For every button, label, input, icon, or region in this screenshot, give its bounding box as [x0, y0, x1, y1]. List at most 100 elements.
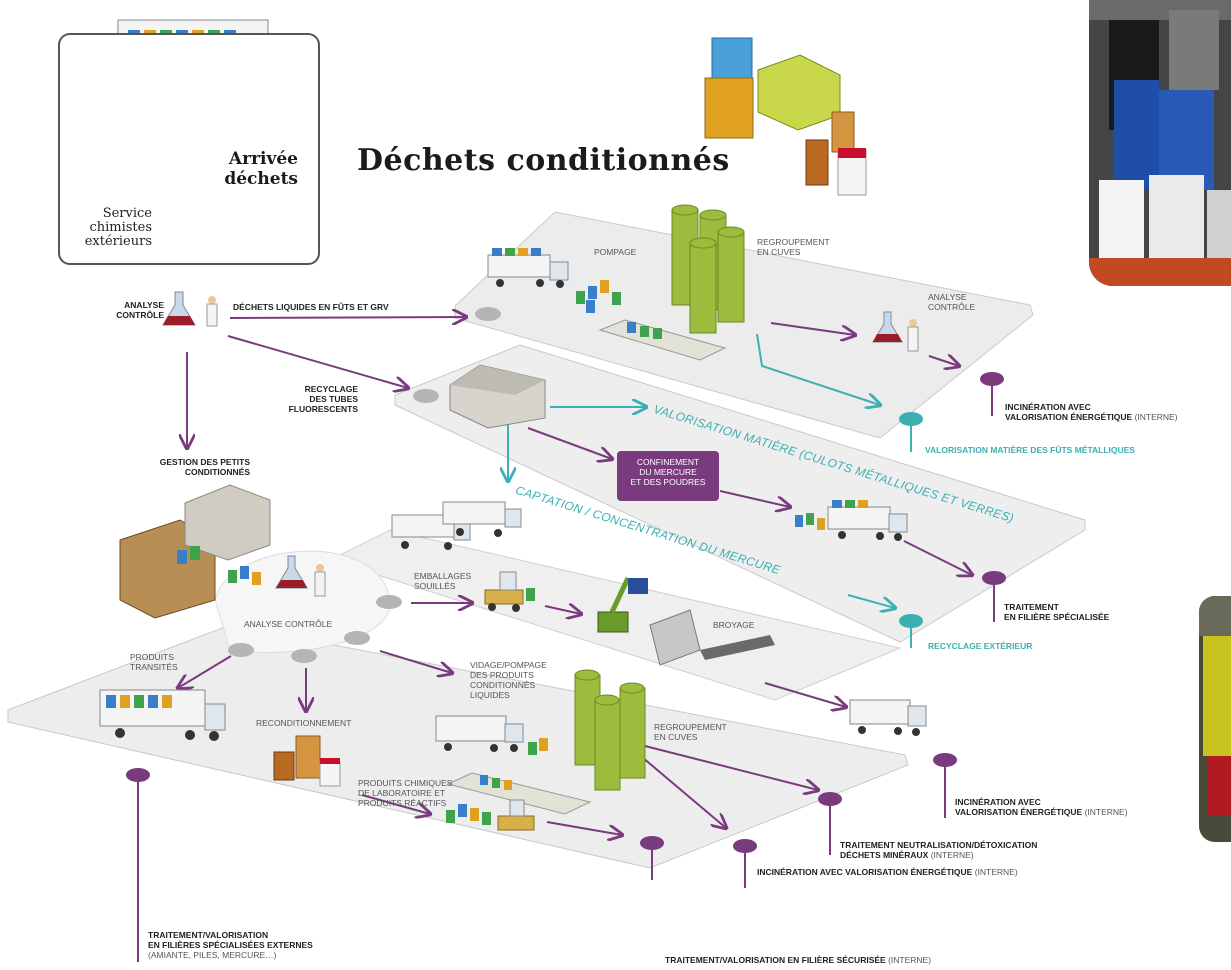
label-line: LIQUIDES	[470, 690, 510, 700]
label-traitement-externes: TRAITEMENT/VALORISATION EN FILIÈRES SPÉC…	[148, 930, 313, 960]
platform-middle	[394, 344, 1086, 643]
barrels-forklift-bottom	[446, 799, 535, 831]
label-reconditionnement: RECONDITIONNEMENT	[256, 718, 352, 728]
label-line: RECYCLAGE	[304, 384, 358, 394]
label-line: ANALYSE	[928, 292, 967, 302]
service-line2: chimistes	[89, 220, 152, 235]
label-line: DES PRODUITS	[470, 670, 534, 680]
label-line: EN FILIÈRES SPÉCIALISÉES EXTERNES	[148, 940, 313, 950]
truck-pompage	[487, 248, 569, 288]
label-line: CONDITIONNÉS	[470, 680, 536, 690]
label-analyse-controle-top: ANALYSE CONTRÔLE	[112, 300, 164, 320]
teal-output-nodes	[899, 412, 923, 648]
truck-produits-transites	[99, 689, 226, 741]
label-line: PRODUITS RÉACTIFS	[358, 798, 447, 808]
flask-analyse-top	[162, 291, 218, 327]
flask-analyse-mid	[275, 555, 326, 597]
label-line: TRAITEMENT NEUTRALISATION/DÉTOXICATION	[840, 840, 1038, 850]
label-line: CONTRÔLE	[116, 310, 164, 320]
label-line: CONFINEMENT	[636, 457, 700, 467]
photo-barrels	[1089, 0, 1231, 286]
label-line: TRAITEMENT	[1004, 602, 1059, 612]
label-broyage: BROYAGE	[713, 620, 755, 630]
label-vidage: VIDAGE/POMPAGE DES PRODUITS CONDITIONNÉS…	[470, 660, 547, 700]
label-traitement-securisee: TRAITEMENT/VALORISATION EN FILIÈRE SÉCUR…	[665, 955, 931, 965]
label-incineration-bottom: INCINÉRATION AVEC VALORISATION ÉNERGÉTIQ…	[757, 867, 1018, 877]
label-line: DU MERCURE	[639, 467, 697, 477]
service-line1: Service	[102, 206, 152, 221]
label-traitement-specialisee: TRAITEMENT EN FILIÈRE SPÉCIALISÉE	[1004, 602, 1109, 622]
label-valorisation-futs: VALORISATION MATIÈRE DES FÛTS MÉTALLIQUE…	[925, 445, 1135, 455]
label-line: INCINÉRATION AVEC	[955, 797, 1041, 807]
label-produits-transites: PRODUITS TRANSITÉS	[130, 652, 178, 672]
label-line: EN CUVES	[757, 247, 801, 257]
node-analyse-c	[344, 631, 370, 645]
label-emballages: EMBALLAGES SOUILLÉS	[414, 571, 471, 591]
label-line: EN CUVES	[654, 732, 698, 742]
truck-broyage-out	[849, 699, 927, 736]
label-interne: (INTERNE)	[1134, 412, 1178, 422]
label-produits-chimiques: PRODUITS CHIMIQUES DE LABORATOIRE ET PRO…	[358, 778, 452, 808]
arrivee-title: Arrivée déchets	[214, 149, 298, 189]
label-line: CONTRÔLE	[928, 302, 976, 312]
label-line: DES TUBES	[309, 394, 358, 404]
label-line: GESTION DES PETITS	[159, 457, 250, 467]
barrels-pompage	[576, 280, 621, 313]
label-line: SOUILLÉS	[414, 581, 456, 591]
building-tubes	[449, 364, 546, 429]
label-dechets-liquides: DÉCHETS LIQUIDES EN FÛTS ET GRV	[233, 302, 389, 312]
label-line: EN FILIÈRE SPÉCIALISÉE	[1004, 612, 1110, 622]
label-interne: (INTERNE)	[888, 955, 932, 965]
label-line: CONDITIONNÉS	[184, 467, 250, 477]
teal-arrows	[508, 333, 895, 608]
label-line: VIDAGE/POMPAGE	[470, 660, 547, 670]
arrivee-title-line1: Arrivée	[228, 149, 298, 169]
label-recyclage-tubes: RECYCLAGE DES TUBES FLUORESCENTS	[288, 384, 358, 414]
label-line: REGROUPEMENT	[757, 237, 830, 247]
bottles-reconditionnement	[273, 735, 341, 787]
arrivee-title-line2: déchets	[224, 169, 298, 189]
label-traitement-neutralisation: TRAITEMENT NEUTRALISATION/DÉTOXICATION D…	[840, 840, 1037, 860]
label-line: PRODUITS CHIMIQUES	[358, 778, 453, 788]
label-line: VALORISATION ÉNERGÉTIQUE	[955, 807, 1083, 817]
forklift-emballages	[484, 571, 535, 612]
label-interne: (INTERNE)	[1084, 807, 1128, 817]
flask-analyse-right	[872, 311, 919, 352]
label-line: EMBALLAGES	[414, 571, 472, 581]
label-line: (AMIANTE, PILES, MERCURE…)	[148, 950, 277, 960]
label-line: DE LABORATOIRE ET	[358, 788, 446, 798]
label-line: TRAITEMENT/VALORISATION EN FILIÈRE SÉCUR…	[665, 955, 886, 965]
photo-worker	[1199, 596, 1231, 842]
node-emballages	[376, 595, 402, 609]
crane-broyage	[597, 576, 648, 633]
title-products-illustration	[704, 37, 867, 196]
trucks-emballages	[391, 501, 522, 550]
node-pompage	[475, 307, 501, 321]
node-tubes	[413, 389, 439, 403]
purple-arrows	[178, 317, 972, 835]
confinement-box: CONFINEMENT DU MERCURE ET DES POUDRES	[617, 451, 719, 501]
arrivee-box	[58, 33, 320, 265]
label-pompage: POMPAGE	[594, 247, 637, 257]
broyeur	[649, 609, 775, 666]
label-gestion-petits: GESTION DES PETITS CONDITIONNÉS	[120, 457, 250, 477]
label-analyse-controle-mid: ANALYSE CONTRÔLE	[244, 619, 333, 629]
warehouse-left	[119, 484, 271, 619]
label-interne: (INTERNE)	[974, 867, 1018, 877]
label-line: ANALYSE	[124, 300, 164, 310]
silos-top	[671, 204, 745, 334]
silos-bottom	[574, 669, 646, 791]
label-line: DÉCHETS MINÉRAUX	[840, 850, 929, 860]
node-analyse-b	[291, 649, 317, 663]
label-regroupement-bottom: REGROUPEMENT EN CUVES	[654, 722, 727, 742]
service-chimistes-text: Service chimistes extérieurs	[70, 207, 152, 249]
label-analyse-controle-right: ANALYSE CONTRÔLE	[928, 292, 975, 312]
label-line: ET DES POUDRES	[630, 477, 706, 487]
label-line: INCINÉRATION AVEC	[1005, 402, 1091, 412]
label-recyclage-exterieur: RECYCLAGE EXTÉRIEUR	[928, 641, 1033, 651]
truck-vidage	[435, 715, 548, 755]
truck-mercure	[795, 500, 908, 541]
label-incineration-mid: INCINÉRATION AVEC VALORISATION ÉNERGÉTIQ…	[955, 797, 1128, 817]
label-incineration-top: INCINÉRATION AVEC VALORISATION ÉNERGÉTIQ…	[1005, 402, 1178, 422]
